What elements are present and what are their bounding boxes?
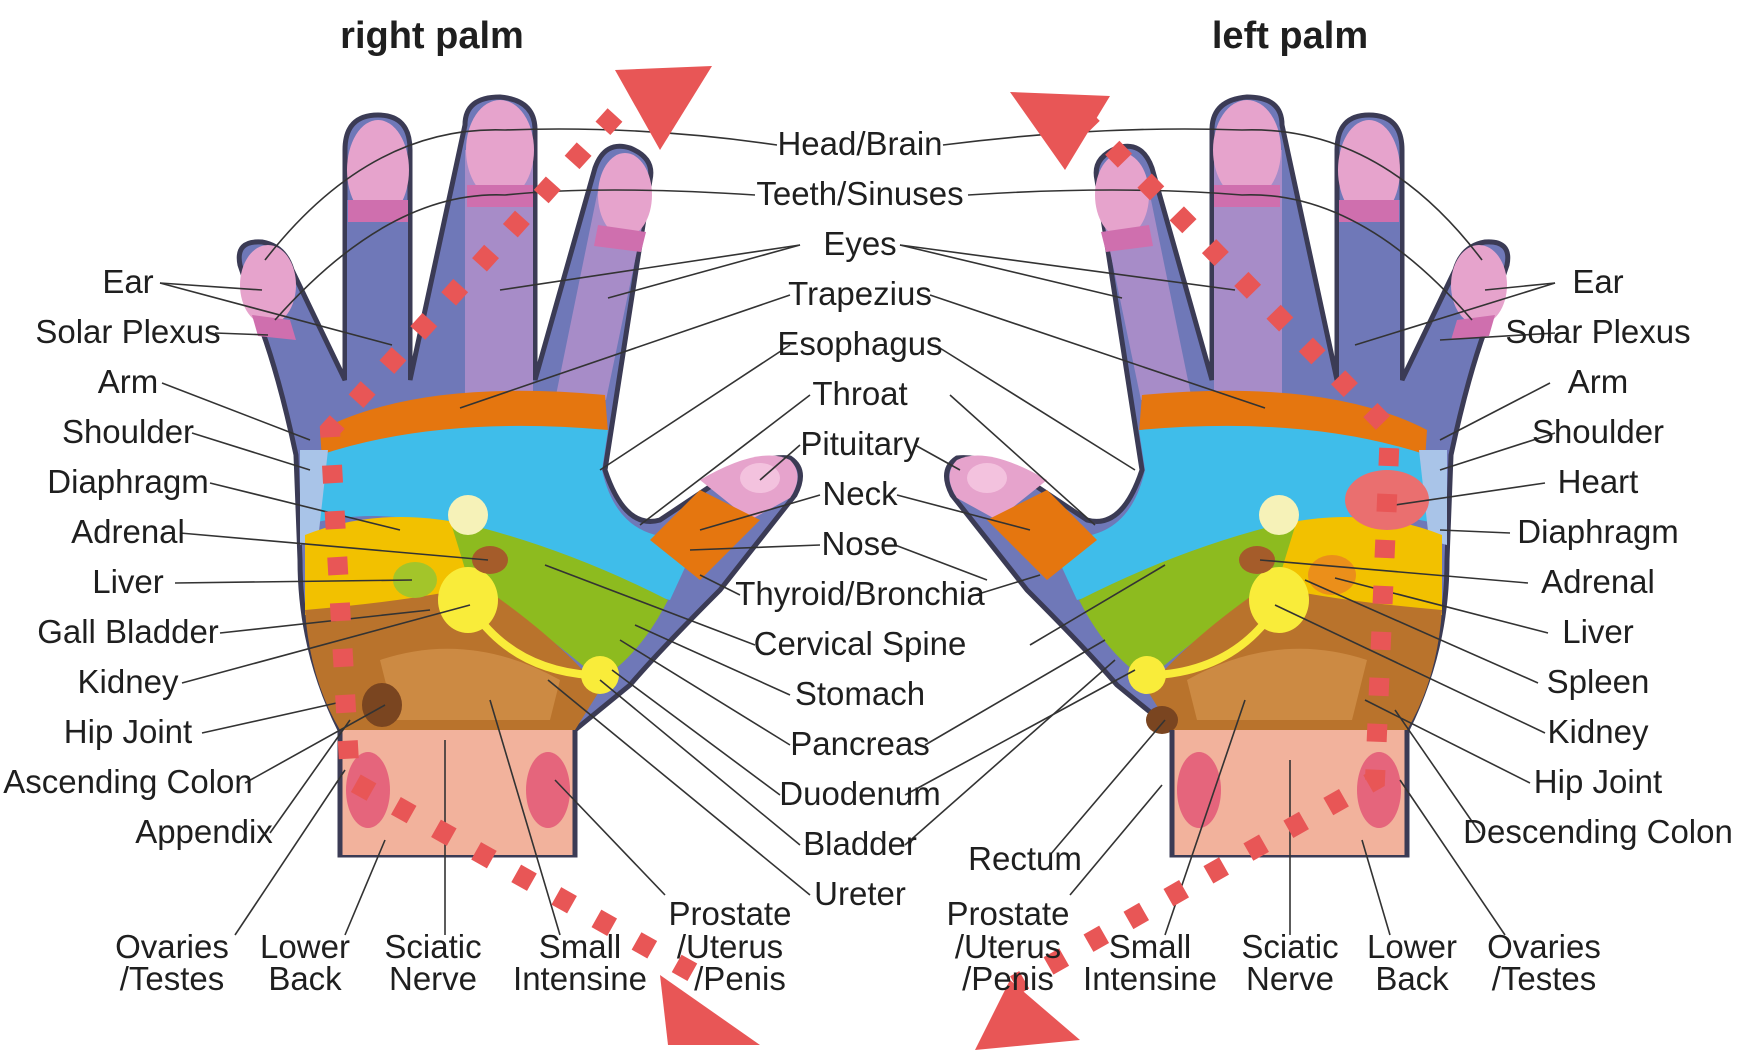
left-palm-pituitary-spot (967, 463, 1007, 493)
label-kidney-left: Kidney (1548, 713, 1649, 750)
left-palm-hand (947, 97, 1508, 855)
label-small-int-right-2: Intensine (513, 960, 647, 997)
right-palm-kidney-spot (438, 567, 498, 633)
right-palm-ring-tip (598, 153, 652, 237)
label-diaphragm-right: Diaphragm (47, 463, 208, 500)
right-palm-index-finger (347, 200, 408, 400)
left-palm-title: left palm (1212, 15, 1368, 57)
label-appendix: Appendix (135, 813, 273, 850)
label-prostate-right-3: /Penis (694, 960, 786, 997)
left-palm-solar-plexus-spot (1259, 495, 1299, 535)
label-sciatic-right-2: Nerve (389, 960, 477, 997)
label-liver-left: Liver (1562, 613, 1634, 650)
label-arm-left: Arm (1568, 363, 1629, 400)
label-lower-back-right-2: Back (268, 960, 342, 997)
label-thyroid-bronchia: Thyroid/Bronchia (735, 575, 985, 612)
left-palm-wrist-spot-left (1357, 752, 1401, 828)
label-ureter: Ureter (814, 875, 906, 912)
label-duodenum: Duodenum (779, 775, 940, 812)
label-stomach: Stomach (795, 675, 925, 712)
label-rectum: Rectum (968, 840, 1082, 877)
label-neck: Neck (822, 475, 898, 512)
label-pancreas: Pancreas (790, 725, 929, 762)
label-sciatic-left-2: Nerve (1246, 960, 1334, 997)
left-palm-adrenal-spot (1239, 546, 1275, 574)
label-ovaries-right-2: /Testes (120, 960, 225, 997)
label-trapezius: Trapezius (788, 275, 932, 312)
label-solar-plexus-right: Solar Plexus (35, 313, 220, 350)
label-adrenal-left: Adrenal (1541, 563, 1655, 600)
right-palm-appendix-spot (362, 683, 402, 727)
left-palm-kidney-spot (1249, 567, 1309, 633)
label-ovaries-left-2: /Testes (1492, 960, 1597, 997)
titles: right palm left palm (340, 15, 1368, 57)
right-palm-solar-plexus-spot (448, 495, 488, 535)
right-palm-wrist-spot-right (526, 752, 570, 828)
label-descending-colon: Descending Colon (1463, 813, 1733, 850)
label-teeth-sinuses: Teeth/Sinuses (756, 175, 963, 212)
right-palm-title: right palm (340, 15, 524, 57)
label-kidney-right: Kidney (78, 663, 179, 700)
label-nose: Nose (821, 525, 898, 562)
label-lower-back-left-2: Back (1375, 960, 1449, 997)
label-hip-joint-right: Hip Joint (64, 713, 192, 750)
label-ear-left: Ear (1572, 263, 1623, 300)
label-shoulder-left: Shoulder (1532, 413, 1664, 450)
label-throat: Throat (812, 375, 907, 412)
label-arm-right: Arm (98, 363, 159, 400)
label-liver-right: Liver (92, 563, 164, 600)
label-solar-plexus-left: Solar Plexus (1505, 313, 1690, 350)
label-esophagus: Esophagus (777, 325, 942, 362)
left-palm-ring-tip (1095, 153, 1149, 237)
label-ear-right: Ear (102, 263, 153, 300)
label-adrenal-right: Adrenal (71, 513, 185, 550)
label-gall-bladder-right: Gall Bladder (37, 613, 219, 650)
label-head-brain: Head/Brain (777, 125, 942, 162)
label-ascending-colon: Ascending Colon (3, 763, 253, 800)
label-shoulder-right: Shoulder (62, 413, 194, 450)
label-pituitary: Pituitary (800, 425, 920, 462)
left-palm-spleen-spot (1308, 555, 1356, 595)
label-cervical-spine: Cervical Spine (754, 625, 967, 662)
right-palm-adrenal-spot (472, 546, 508, 574)
label-diaphragm-left: Diaphragm (1517, 513, 1678, 550)
label-prostate-right-1: Prostate (669, 895, 792, 932)
label-bladder: Bladder (803, 825, 917, 862)
arrowhead-top-left (615, 66, 712, 150)
label-prostate-left-1: Prostate (947, 895, 1070, 932)
label-heart: Heart (1558, 463, 1639, 500)
label-small-int-left-2: Intensine (1083, 960, 1217, 997)
left-palm-rectum-spot (1146, 706, 1178, 734)
label-hip-joint-left: Hip Joint (1534, 763, 1662, 800)
label-prostate-left-3: /Penis (962, 960, 1054, 997)
label-spleen: Spleen (1547, 663, 1650, 700)
label-eyes: Eyes (823, 225, 896, 262)
